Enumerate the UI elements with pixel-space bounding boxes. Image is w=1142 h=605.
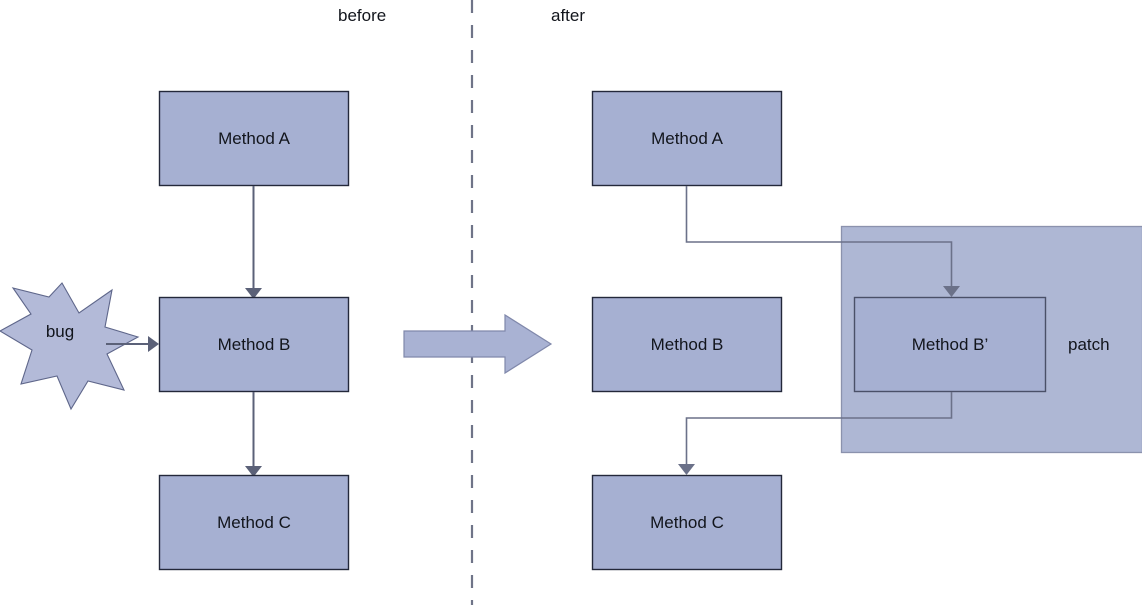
edge-a-to-b-arrowhead xyxy=(245,288,262,299)
patch-label: patch xyxy=(1068,335,1110,354)
method-b-after-label: Method B xyxy=(651,335,724,354)
node-method-a-after[interactable]: Method A xyxy=(591,90,783,187)
method-a-after-box[interactable] xyxy=(591,90,783,187)
after-panel: Method A Method B Method C Method B’ xyxy=(591,90,1047,571)
method-b-prime-box[interactable] xyxy=(853,296,1047,393)
transform-arrow xyxy=(403,313,553,375)
node-method-a[interactable]: Method A xyxy=(158,90,350,187)
node-method-b-prime[interactable]: Method B’ xyxy=(853,296,1047,393)
method-b-after-box[interactable] xyxy=(591,296,783,393)
bug-star-icon[interactable] xyxy=(0,282,140,411)
method-a-label: Method A xyxy=(218,129,290,148)
edge-a-to-bprime-path xyxy=(685,186,953,286)
edge-a-to-bprime-arrowhead xyxy=(943,286,960,297)
method-b-label: Method B xyxy=(218,335,291,354)
method-c-after-box[interactable] xyxy=(591,474,783,571)
method-a-box[interactable] xyxy=(158,90,350,187)
method-c-label: Method C xyxy=(217,513,291,532)
edge-a-to-bprime xyxy=(685,186,960,297)
method-b-box[interactable] xyxy=(158,296,350,393)
edge-bprime-to-c xyxy=(678,392,953,475)
node-method-c[interactable]: Method C xyxy=(158,474,350,571)
node-method-b-after[interactable]: Method B xyxy=(591,296,783,393)
node-method-b[interactable]: Method B xyxy=(158,296,350,393)
before-panel: Method A Method B Method C xyxy=(0,90,350,571)
panel-title-before: before xyxy=(338,6,386,25)
edge-bprime-to-c-path xyxy=(685,392,953,464)
method-a-after-label: Method A xyxy=(651,129,723,148)
transform-arrow-shape xyxy=(403,313,553,375)
method-c-after-label: Method C xyxy=(650,513,724,532)
method-c-box[interactable] xyxy=(158,474,350,571)
edge-bprime-to-c-arrowhead xyxy=(678,464,695,475)
edge-bug-to-b xyxy=(106,336,159,352)
edge-a-to-b xyxy=(245,186,262,299)
node-method-c-after[interactable]: Method C xyxy=(591,474,783,571)
edge-b-to-c-arrowhead xyxy=(245,466,262,477)
edge-bug-to-b-arrowhead xyxy=(148,336,159,352)
panel-title-after: after xyxy=(551,6,585,25)
bug-label: bug xyxy=(46,322,74,341)
method-b-prime-label: Method B’ xyxy=(912,335,989,354)
edge-b-to-c xyxy=(245,392,262,477)
bug-node[interactable]: bug xyxy=(0,282,140,411)
